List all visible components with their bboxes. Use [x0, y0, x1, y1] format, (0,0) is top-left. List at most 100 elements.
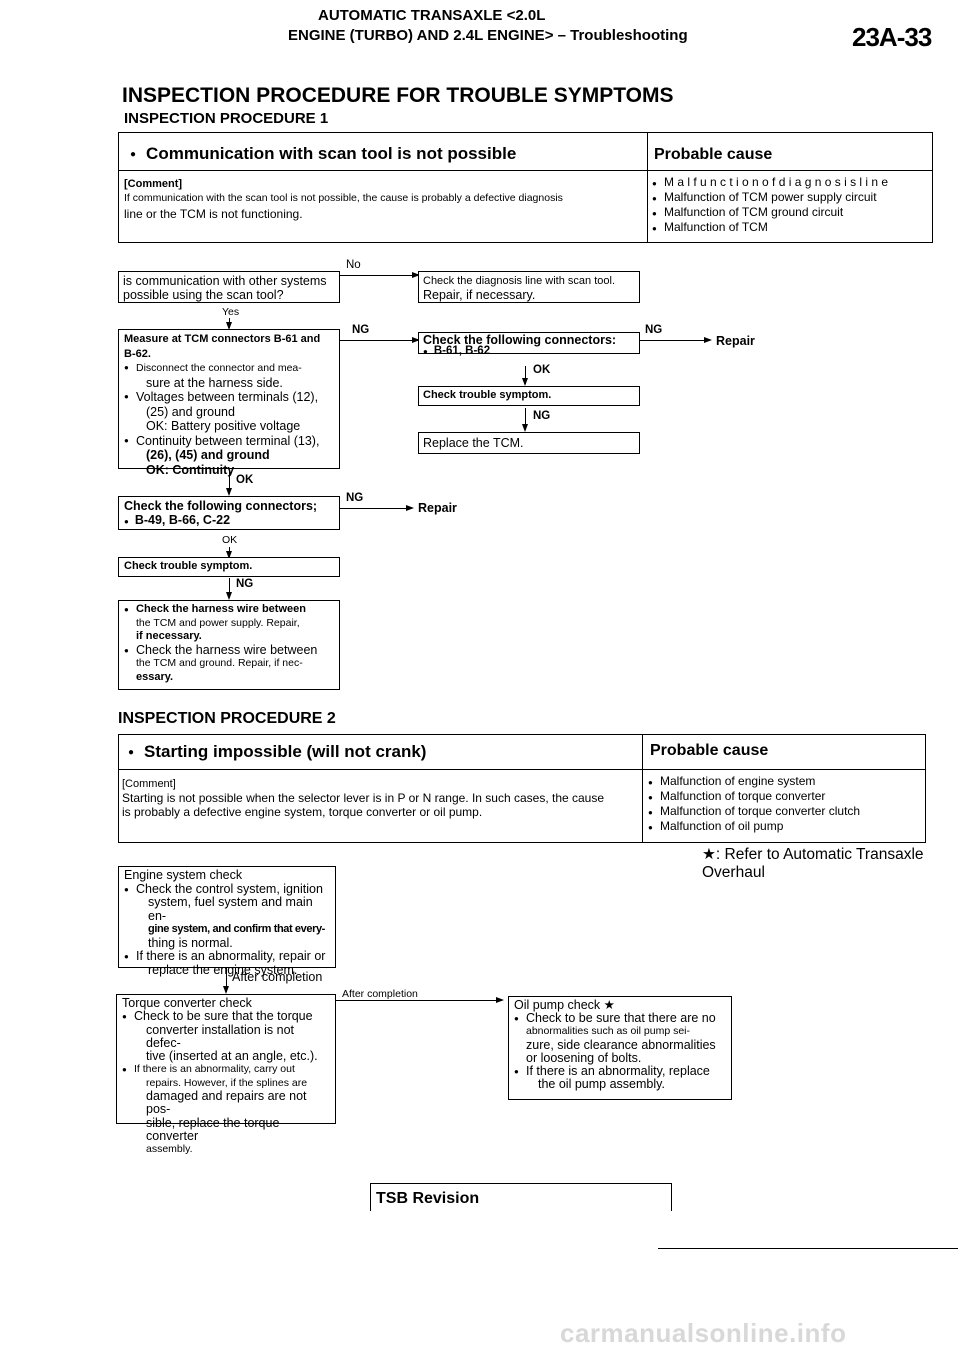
oil-check-text: ●If there is an abnormality, replace [514, 1064, 710, 1079]
after-completion-label: After completion [342, 988, 418, 1000]
arrow-ng4 [340, 505, 414, 511]
harness-item: ●Check the harness wire between [124, 642, 318, 657]
torque-check-text: assembly. [146, 1143, 193, 1156]
proc1-symptom: ●Communication with scan tool is not pos… [130, 144, 517, 163]
check-connectors2-box: Check the following connectors; ●B-49, B… [118, 496, 340, 530]
oil-check-text: abnormalities such as oil pump sei- [526, 1025, 690, 1038]
proc2-title: INSPECTION PROCEDURE 2 [118, 710, 336, 727]
arrow-yes [226, 318, 232, 330]
ok-label: OK [222, 534, 238, 546]
oil-check-text: ●Check to be sure that there are no [514, 1011, 716, 1026]
proc1-table-mid [118, 170, 933, 171]
arrow-ng3 [522, 408, 528, 432]
harness-item: ●Check the harness wire between [124, 603, 306, 615]
question-box: is communication with other systems poss… [118, 271, 340, 303]
check-symptom2-box: Check trouble symptom. [118, 557, 340, 577]
cause-item: M a l f u n c t i o n o f d i a g n o s … [652, 175, 922, 191]
arrow-ng1 [340, 337, 420, 343]
watermark: carmanualsonline.info [560, 1318, 847, 1348]
ng-label: NG [645, 324, 663, 336]
cause-item: Malfunction of TCM ground circuit [652, 205, 922, 221]
arrow-after1 [223, 968, 229, 994]
proc2-probable-cause: Probable cause [650, 742, 769, 759]
cause-item: Malfunction of torque converter clutch [648, 804, 918, 820]
ok-label: OK [533, 364, 551, 376]
engine-check-text: gine system, and confirm that every- [148, 923, 325, 935]
engine-check-text: thing is normal. [148, 935, 233, 950]
measure-title: Measure at TCM connectors B-61 and [124, 333, 321, 345]
question-line: is communication with other systems [123, 274, 327, 288]
replace-tcm-box: Replace the TCM. [418, 432, 640, 454]
cause-item: Malfunction of TCM [652, 220, 922, 236]
engine-check-text: Engine system check [124, 868, 243, 882]
harness-box: ●Check the harness wire between the TCM … [118, 600, 340, 690]
check-connectors-title: Check the following connectors: [423, 333, 617, 347]
harness-item: essary. [136, 670, 174, 683]
arrow-ok2 [226, 470, 232, 496]
harness-item: the TCM and power supply. Repair, [136, 616, 300, 629]
torque-check-text: ●Check to be sure that the torque [122, 1009, 313, 1024]
diagnosis-line-box: Check the diagnosis line with scan tool.… [418, 271, 640, 303]
diagnosis-line-text: Check the diagnosis line with scan tool. [423, 275, 615, 287]
check-symptom-box: Check trouble symptom. [418, 386, 640, 406]
torque-check-text: ●If there is an abnormality, carry out [122, 1063, 295, 1076]
harness-item: the TCM and ground. Repair, if nec- [136, 657, 303, 669]
proc1-table-left [118, 132, 119, 242]
engine-check-box: Engine system check ●Check the control s… [118, 866, 336, 976]
ng-label: NG [533, 410, 551, 422]
refer-note: ★: Refer to Automatic Transaxle Overhaul [702, 846, 924, 881]
measure-box: Measure at TCM connectors B-61 and B-62.… [118, 329, 340, 477]
proc2-table-bottom [118, 842, 926, 843]
torque-check-box: Torque converter check ●Check to be sure… [116, 994, 336, 1155]
proc2-table-top [118, 734, 926, 735]
proc1-comment-line1: If communication with the scan tool is n… [124, 192, 563, 204]
check-connectors2-item: ●B-49, B-66, C-22 [124, 513, 231, 527]
proc1-table-right [932, 132, 933, 242]
engine-check-text: replace the engine system. [148, 962, 298, 977]
torque-check-text: Torque converter check [122, 996, 252, 1010]
repair-label: Repair [716, 334, 755, 348]
proc2-table-divider [642, 734, 643, 842]
measure-item: (25) and ground [146, 404, 235, 419]
no-label: No [346, 259, 361, 271]
oil-pump-check-box: Oil pump check ★ ●Check to be sure that … [508, 996, 732, 1100]
tsb-box-left [370, 1183, 371, 1211]
torque-check-text: repairs. However, if the splines are [146, 1076, 308, 1089]
proc2-table-left [118, 734, 119, 842]
proc2-comment-line1: Starting is not possible when the select… [122, 791, 605, 805]
arrow-after2 [336, 997, 504, 1003]
check-connectors-item: ●B-61, B-62 [423, 345, 491, 357]
proc2-table-right [925, 734, 926, 842]
measure-item: ●Voltages between terminals (12), [124, 390, 319, 404]
oil-check-text: Oil pump check ★ [514, 998, 615, 1012]
engine-check-text: system, fuel system and main en- [148, 895, 313, 923]
measure-item: sure at the harness side. [146, 375, 283, 390]
measure-item: OK: Battery positive voltage [146, 419, 301, 433]
proc1-table-bottom [118, 242, 933, 243]
proc1-title: INSPECTION PROCEDURE 1 [124, 110, 329, 127]
ng-label: NG [352, 324, 370, 336]
measure-item: ●Disconnect the connector and mea- [124, 362, 302, 374]
tsb-box-right [671, 1183, 672, 1211]
cause-item: Malfunction of TCM power supply circuit [652, 190, 922, 206]
diagnosis-line-text: Repair, if necessary. [423, 288, 536, 302]
arrow-no [340, 272, 420, 278]
proc1-comment-line2: line or the TCM is not functioning. [124, 207, 303, 221]
proc2-symptom: ●Starting impossible (will not crank) [128, 742, 427, 761]
torque-check-text: tive (inserted at an angle, etc.). [146, 1049, 318, 1064]
proc1-causes: M a l f u n c t i o n o f d i a g n o s … [652, 175, 922, 236]
cause-item: Malfunction of torque converter [648, 789, 918, 805]
check-connectors2-title: Check the following connectors; [124, 499, 318, 513]
cause-item: Malfunction of engine system [648, 774, 918, 790]
repair-label: Repair [418, 501, 457, 515]
cause-item: Malfunction of oil pump [648, 819, 918, 835]
proc2-comment-line2: is probably a defective engine system, t… [122, 805, 483, 819]
oil-check-text: zure, side clearance abnormalities [526, 1037, 716, 1052]
engine-check-text: ●Check the control system, ignition [124, 881, 323, 896]
ok-label: OK [236, 474, 254, 486]
arrow-ng2 [640, 337, 712, 343]
torque-check-text: sible, replace the torque converter [146, 1115, 280, 1143]
question-line: possible using the scan tool? [123, 288, 284, 302]
check-symptom2-text: Check trouble symptom. [124, 560, 253, 572]
harness-item: if necessary. [136, 630, 202, 642]
